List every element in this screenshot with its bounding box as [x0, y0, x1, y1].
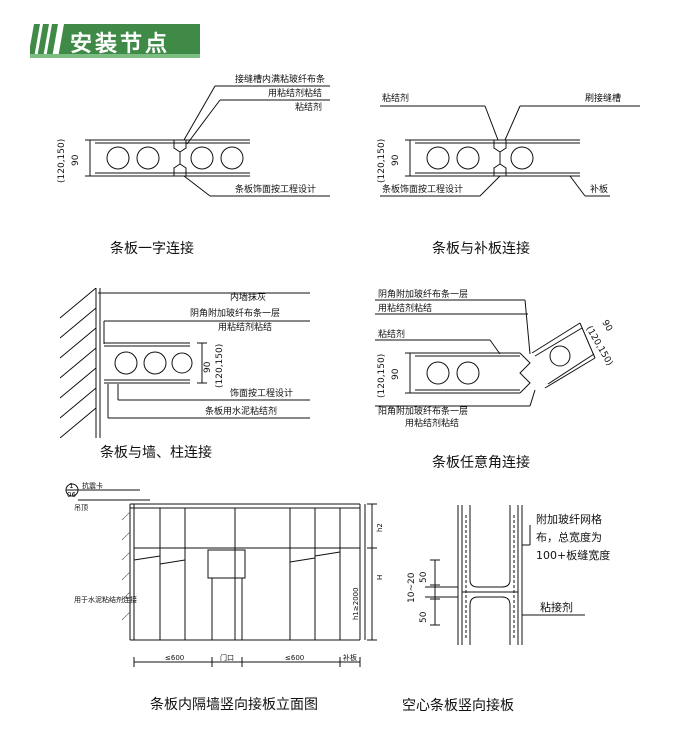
dim-width-right: ≤600	[285, 654, 304, 662]
dim-gap: 10~20	[407, 572, 417, 603]
label-adhesive: 粘接剂	[540, 600, 573, 614]
diagram-angle-joint: 阴角附加玻纤布条一层 用粘结剂粘结 粘结剂 阳角附加玻纤布条一层 用粘结剂粘结 …	[370, 288, 690, 473]
dim-50-bottom: 50	[419, 611, 429, 623]
label-fiber-mesh: 附加玻纤网格	[536, 512, 602, 526]
label-cement: 条板用水泥粘结剂	[205, 405, 277, 417]
label-cement-joint: 用于水泥粘结剂连接	[74, 595, 137, 604]
stripe-decoration-icon	[30, 24, 200, 58]
section-header-banner: 安装节点	[30, 24, 200, 58]
label-ceiling: 吊顶	[74, 504, 88, 512]
label-finish: 条板饰面按工程设计	[235, 183, 316, 195]
dim-width-left: ≤600	[165, 654, 184, 662]
label-corner-fiber: 阴角附加玻纤布条一层	[190, 307, 280, 319]
label-fiber-strip: 接缝槽内满粘玻纤布条	[235, 73, 325, 85]
dim-H: H	[376, 575, 384, 580]
diagram-wall-joint: 内墙抹灰 阴角附加玻纤布条一层 用粘结剂粘结 饰面按工程设计 条板用水泥粘结剂 …	[59, 287, 360, 473]
label-filler-board: 补板	[590, 183, 608, 195]
label-adhesive: 粘结剂	[295, 101, 322, 113]
caption-wall-joint: 条板与墙、柱连接	[100, 445, 212, 461]
marker-sheet: 06	[67, 491, 76, 499]
marker-number: 1	[69, 482, 73, 490]
label-bond-inner: 用粘结剂粘结	[378, 302, 432, 314]
label-inner-fiber: 阴角附加玻纤布条一层	[378, 288, 468, 300]
label-finish: 饰面按工程设计	[230, 387, 293, 399]
caption-angle-joint: 条板任意角连接	[432, 455, 530, 471]
caption-filler-joint: 条板与补板连接	[432, 241, 530, 257]
dim-thickness: (120,150)	[215, 344, 225, 388]
label-total-width: 布，总宽度为	[536, 530, 602, 544]
dim-90: 90	[391, 154, 401, 166]
label-width-formula: 100+板缝宽度	[536, 548, 610, 562]
section-title: 安装节点	[70, 32, 171, 57]
label-seismic-clip: 抗震卡	[82, 481, 103, 490]
dim-thickness: (120,150)	[57, 139, 67, 183]
label-plaster: 内墙抹灰	[230, 291, 266, 303]
dim-90: 90	[203, 361, 213, 373]
diagram-straight-joint: 接缝槽内满粘玻纤布条 用粘结剂粘结 粘结剂 条板饰面按工程设计 (120,150…	[50, 68, 350, 257]
dim-h1: h1≥2000	[352, 587, 360, 620]
label-bond: 用粘结剂粘结	[218, 321, 272, 333]
caption-elevation: 条板内隔墙竖向接板立面图	[150, 697, 318, 713]
dim-90: 90	[71, 154, 81, 166]
label-finish: 条板饰面按工程设计	[382, 183, 463, 195]
dim-90-angled: 90	[599, 319, 614, 334]
label-door: 门口	[220, 653, 234, 662]
label-adhesive: 粘结剂	[382, 92, 409, 104]
caption-vertical-joint: 空心条板竖向接板	[402, 698, 514, 714]
dim-thickness-angled: (120,150)	[583, 325, 614, 368]
label-outer-fiber: 阳角附加玻纤布条一层	[378, 405, 468, 417]
dim-thickness: (120,150)	[377, 139, 387, 183]
caption-straight-joint: 条板一字连接	[110, 241, 194, 257]
label-adhesive: 粘结剂	[378, 328, 405, 340]
label-filler: 补板	[343, 653, 357, 662]
label-bond-outer: 用粘结剂粘结	[405, 417, 459, 429]
dim-50-top: 50	[419, 571, 429, 583]
diagram-filler-joint: 粘结剂 刷接缝槽 条板饰面按工程设计 补板 (120,150) 90 条板与补板…	[370, 68, 670, 257]
label-brush-groove: 刷接缝槽	[585, 92, 621, 104]
diagram-vertical-joint: 附加玻纤网格 布，总宽度为 100+板缝宽度 粘接剂 50 50 10~20 空…	[400, 505, 690, 720]
dim-h2: h2	[376, 523, 384, 532]
dim-90: 90	[391, 368, 401, 380]
diagram-elevation: 1 06 抗震卡 吊顶 用于水泥粘结剂连接 门口 补板 ≤600 ≤600 h2…	[60, 480, 390, 720]
dim-thickness: (120,150)	[377, 354, 387, 398]
label-bond: 用粘结剂粘结	[268, 87, 322, 99]
